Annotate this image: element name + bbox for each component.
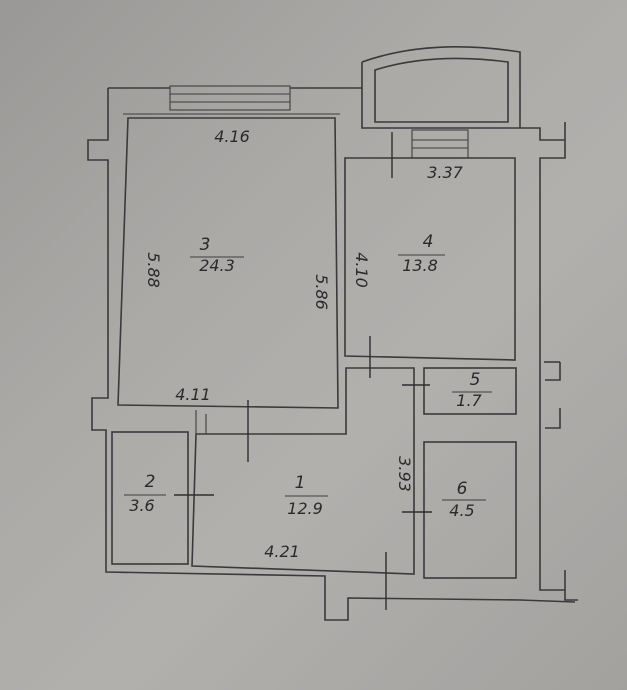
room-2-number: 2 [145, 472, 156, 492]
room-1-area: 12.9 [287, 499, 323, 518]
dim-room3-bottom: 4.11 [175, 385, 211, 404]
dim-room1-bottom: 4.21 [264, 542, 300, 561]
dim-room3-top: 4.16 [214, 127, 250, 146]
room-1-outline [191, 367, 415, 575]
windows [169, 85, 469, 159]
room-2-area: 3.6 [129, 496, 154, 515]
room-6-number: 6 [457, 479, 468, 499]
room-4-number: 4 [423, 232, 434, 252]
door-ticks [174, 132, 560, 610]
room-4-area: 13.8 [402, 256, 438, 275]
dim-room3-left: 5.88 [144, 252, 163, 288]
room-3-area: 24.3 [199, 256, 235, 275]
room-4-outline [344, 157, 516, 361]
room-2-outline [111, 431, 189, 565]
room-5-area: 1.7 [456, 391, 482, 410]
outer-walls [87, 46, 578, 621]
room-3-outline [117, 113, 340, 409]
room-5-outline [423, 367, 517, 415]
room-labels: 3 24.3 4 13.8 5 1.7 2 3.6 1 12.9 6 4.5 [124, 232, 492, 520]
dim-room4-top: 3.37 [427, 163, 463, 182]
dim-room4-left: 4.10 [352, 252, 371, 288]
dimension-labels: 4.16 5.88 5.86 4.11 3.37 4.10 3.93 4.21 [144, 127, 464, 561]
room-6-area: 4.5 [449, 501, 474, 520]
room-5-number: 5 [470, 370, 481, 390]
room-6-outline [423, 441, 517, 579]
dim-room1-right: 3.93 [395, 456, 414, 492]
room-1-number: 1 [295, 473, 306, 493]
dim-room3-right: 5.86 [312, 274, 331, 310]
room-3-number: 3 [200, 235, 211, 255]
